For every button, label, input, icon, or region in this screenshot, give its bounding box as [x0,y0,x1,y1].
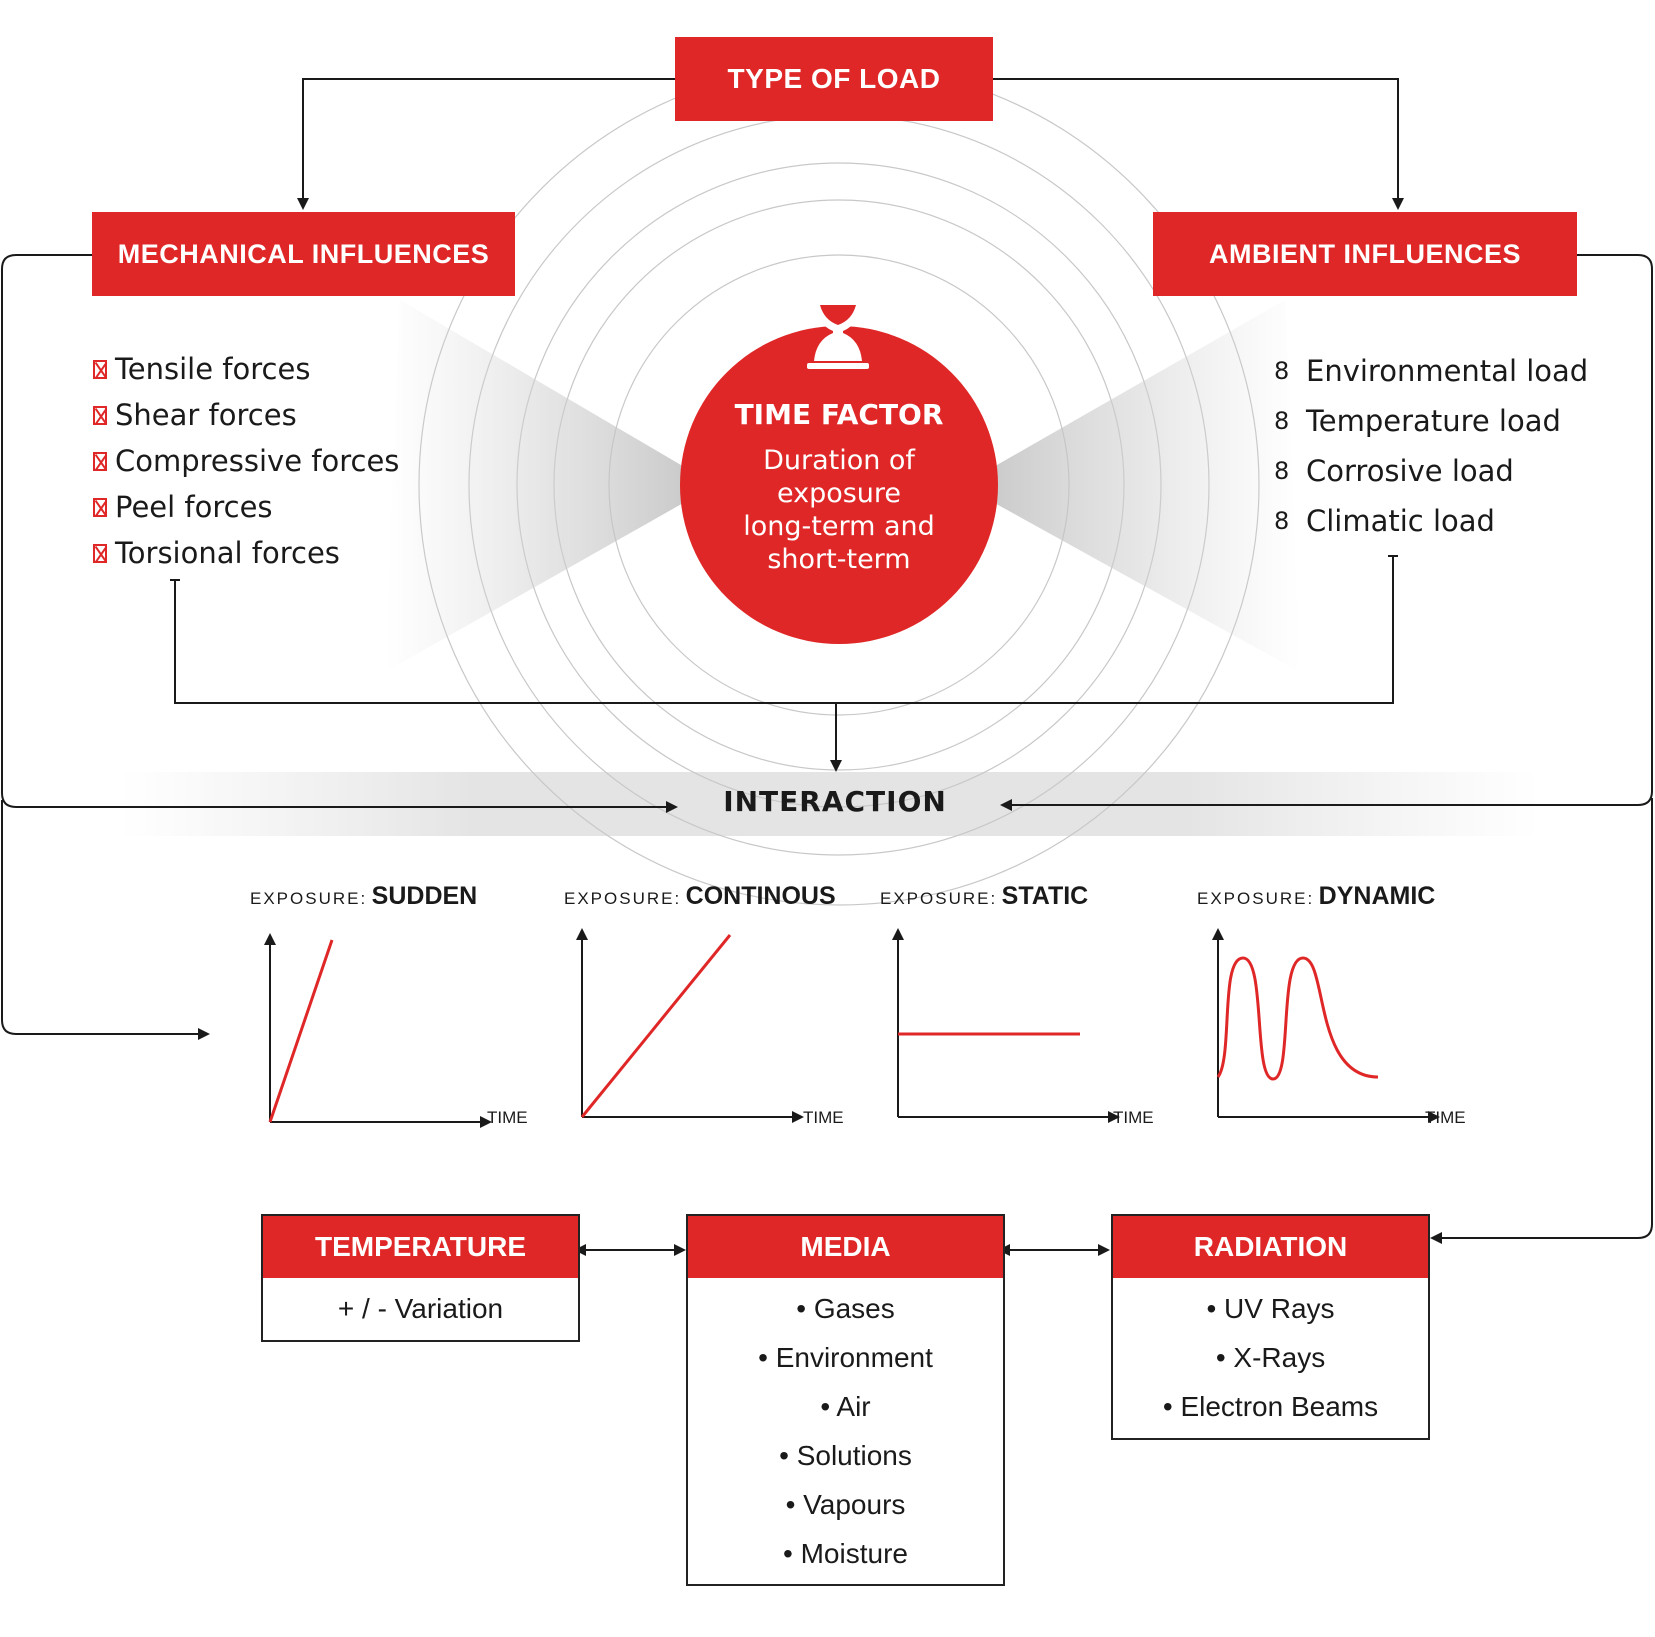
list-item: • Environment [758,1342,933,1373]
connector-to-exposure [1,800,210,1040]
type-of-load-label: TYPE OF LOAD [727,63,941,94]
temperature-box: TEMPERATURE + / - Variation [261,1214,580,1342]
hourglass-icon [807,293,869,369]
connector-lists-merge [174,556,1394,704]
ambient-influences-title: AMBIENT INFLUENCES [1209,238,1521,269]
list-item: Compressive forces [93,438,399,484]
media-items: • Gases • Environment • Air • Solutions … [688,1278,1003,1578]
time-axis-label: TIME [1113,1108,1154,1127]
type-of-load-box: TYPE OF LOAD [675,37,993,121]
mechanical-influences-box: MECHANICAL INFLUENCES [92,212,515,296]
list-item: • Vapours [785,1489,906,1520]
mechanical-list: Tensile forces Shear forces Compressive … [93,346,399,576]
list-item: • X-Rays [1215,1342,1326,1373]
radiation-box: RADIATION • UV Rays • X-Rays • Electron … [1111,1214,1430,1440]
interaction-label: INTERACTION [723,785,947,818]
exposure-label-sudden: EXPOSURE: SUDDEN [250,882,478,910]
list-item: • Electron Beams [1162,1391,1379,1422]
connector-ambient-interaction [1000,254,1653,811]
list-item: • Air [820,1391,871,1422]
media-box: MEDIA • Gases • Environment • Air • Solu… [686,1214,1005,1586]
temperature-title: TEMPERATURE [263,1216,578,1278]
list-item: • UV Rays [1206,1293,1335,1324]
checkbox-icon [93,451,107,471]
checkbox-icon [93,359,107,379]
time-factor-title: TIME FACTOR [734,398,944,431]
checkbox-icon [93,405,107,425]
time-factor-description: Duration of exposure long-term and short… [743,445,935,575]
list-item: + / - Variation [337,1293,504,1324]
time-axis-label: TIME [803,1108,844,1127]
checkbox-icon [93,497,107,517]
checkbox-icon [93,543,107,563]
exposure-charts [264,928,1440,1128]
exposure-curve-sudden [268,939,334,1123]
connector-mechanical-interaction [1,254,678,813]
ambient-influences-box: AMBIENT INFLUENCES [1153,212,1577,296]
temperature-items: + / - Variation [263,1278,578,1333]
list-item: Torsional forces [93,530,399,576]
list-item: • Moisture [783,1538,908,1569]
exposure-label-static: EXPOSURE: STATIC [880,882,1089,910]
radiation-title: RADIATION [1113,1216,1428,1278]
left-cone [385,300,715,672]
mechanical-influences-title: MECHANICAL INFLUENCES [117,238,490,269]
list-item: • Solutions [779,1440,912,1471]
list-item: Peel forces [93,484,399,530]
list-item: Shear forces [93,392,399,438]
connector-to-radiation [1430,798,1653,1244]
list-item: • Gases [796,1293,895,1324]
time-axis-label: TIME [487,1108,528,1127]
exposure-label-continuous: EXPOSURE: CONTINOUS [564,882,836,910]
time-axis-label: TIME [1425,1108,1466,1127]
list-item: Tensile forces [93,346,399,392]
exposure-curve-dynamic [1216,956,1379,1081]
radiation-items: • UV Rays • X-Rays • Electron Beams [1113,1278,1428,1431]
exposure-curve-continuous [580,934,732,1118]
connector-load-ambient [993,78,1404,210]
time-factor-circle: TIME FACTOR Duration of exposure long-te… [680,326,998,644]
exposure-label-dynamic: EXPOSURE: DYNAMIC [1197,882,1436,910]
media-title: MEDIA [688,1216,1003,1278]
connector-load-mechanical [297,78,675,210]
right-cone [962,300,1300,672]
